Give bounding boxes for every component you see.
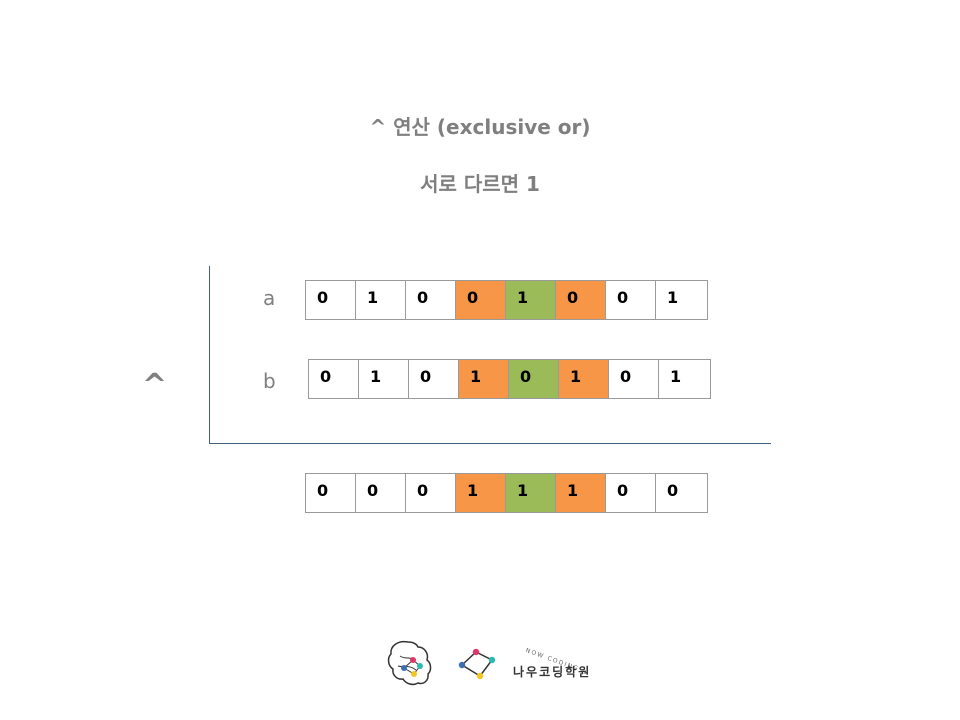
bit-cell-highlight-orange: 1: [456, 474, 506, 512]
operator-symbol: ^: [142, 368, 168, 403]
bit-cell-highlight-orange: 0: [556, 281, 606, 319]
row-label-a: a: [263, 286, 276, 310]
bit-cell: 0: [609, 360, 659, 398]
bit-cell: 0: [406, 281, 456, 319]
bit-cell: 0: [306, 474, 356, 512]
bit-cell: 0: [606, 474, 656, 512]
diamond-nodes-icon: [458, 648, 496, 680]
bit-cell: 1: [359, 360, 409, 398]
slide-subtitle: 서로 다르면 1: [420, 172, 540, 196]
slide-title: ^ 연산 (exclusive or): [369, 115, 591, 139]
bit-cell: 0: [306, 281, 356, 319]
bit-cell: 0: [309, 360, 359, 398]
bit-cell: 0: [606, 281, 656, 319]
bit-cell: 0: [409, 360, 459, 398]
bit-row-a: 0 1 0 0 1 0 0 1: [305, 280, 708, 320]
bit-cell-highlight-orange: 1: [556, 474, 606, 512]
bit-cell-highlight-orange: 1: [459, 360, 509, 398]
bit-cell: 0: [667, 481, 679, 500]
bit-cell: 0: [406, 474, 456, 512]
bit-cell: 0: [356, 474, 406, 512]
bit-cell-highlight-green: 1: [506, 474, 556, 512]
bit-row-result: 0 0 0 1 1 1 0 0: [305, 473, 708, 513]
bit-row-b: 0 1 0 1 0 1 0 1: [308, 359, 711, 399]
bit-cell-highlight-orange: 0: [456, 281, 506, 319]
bit-cell-highlight-green: 1: [506, 281, 556, 319]
bracket-vertical-line: [209, 266, 210, 444]
bit-cell: 1: [670, 367, 682, 386]
row-label-b: b: [263, 369, 276, 393]
bit-cell-highlight-green: 0: [509, 360, 559, 398]
bit-cell: 1: [667, 288, 679, 307]
bit-cell: 1: [356, 281, 406, 319]
brand-name: 나우코딩학원: [513, 665, 592, 679]
bracket-horizontal-line: [209, 443, 771, 444]
brain-logo-icon: [387, 640, 432, 686]
bit-cell-highlight-orange: 1: [559, 360, 609, 398]
